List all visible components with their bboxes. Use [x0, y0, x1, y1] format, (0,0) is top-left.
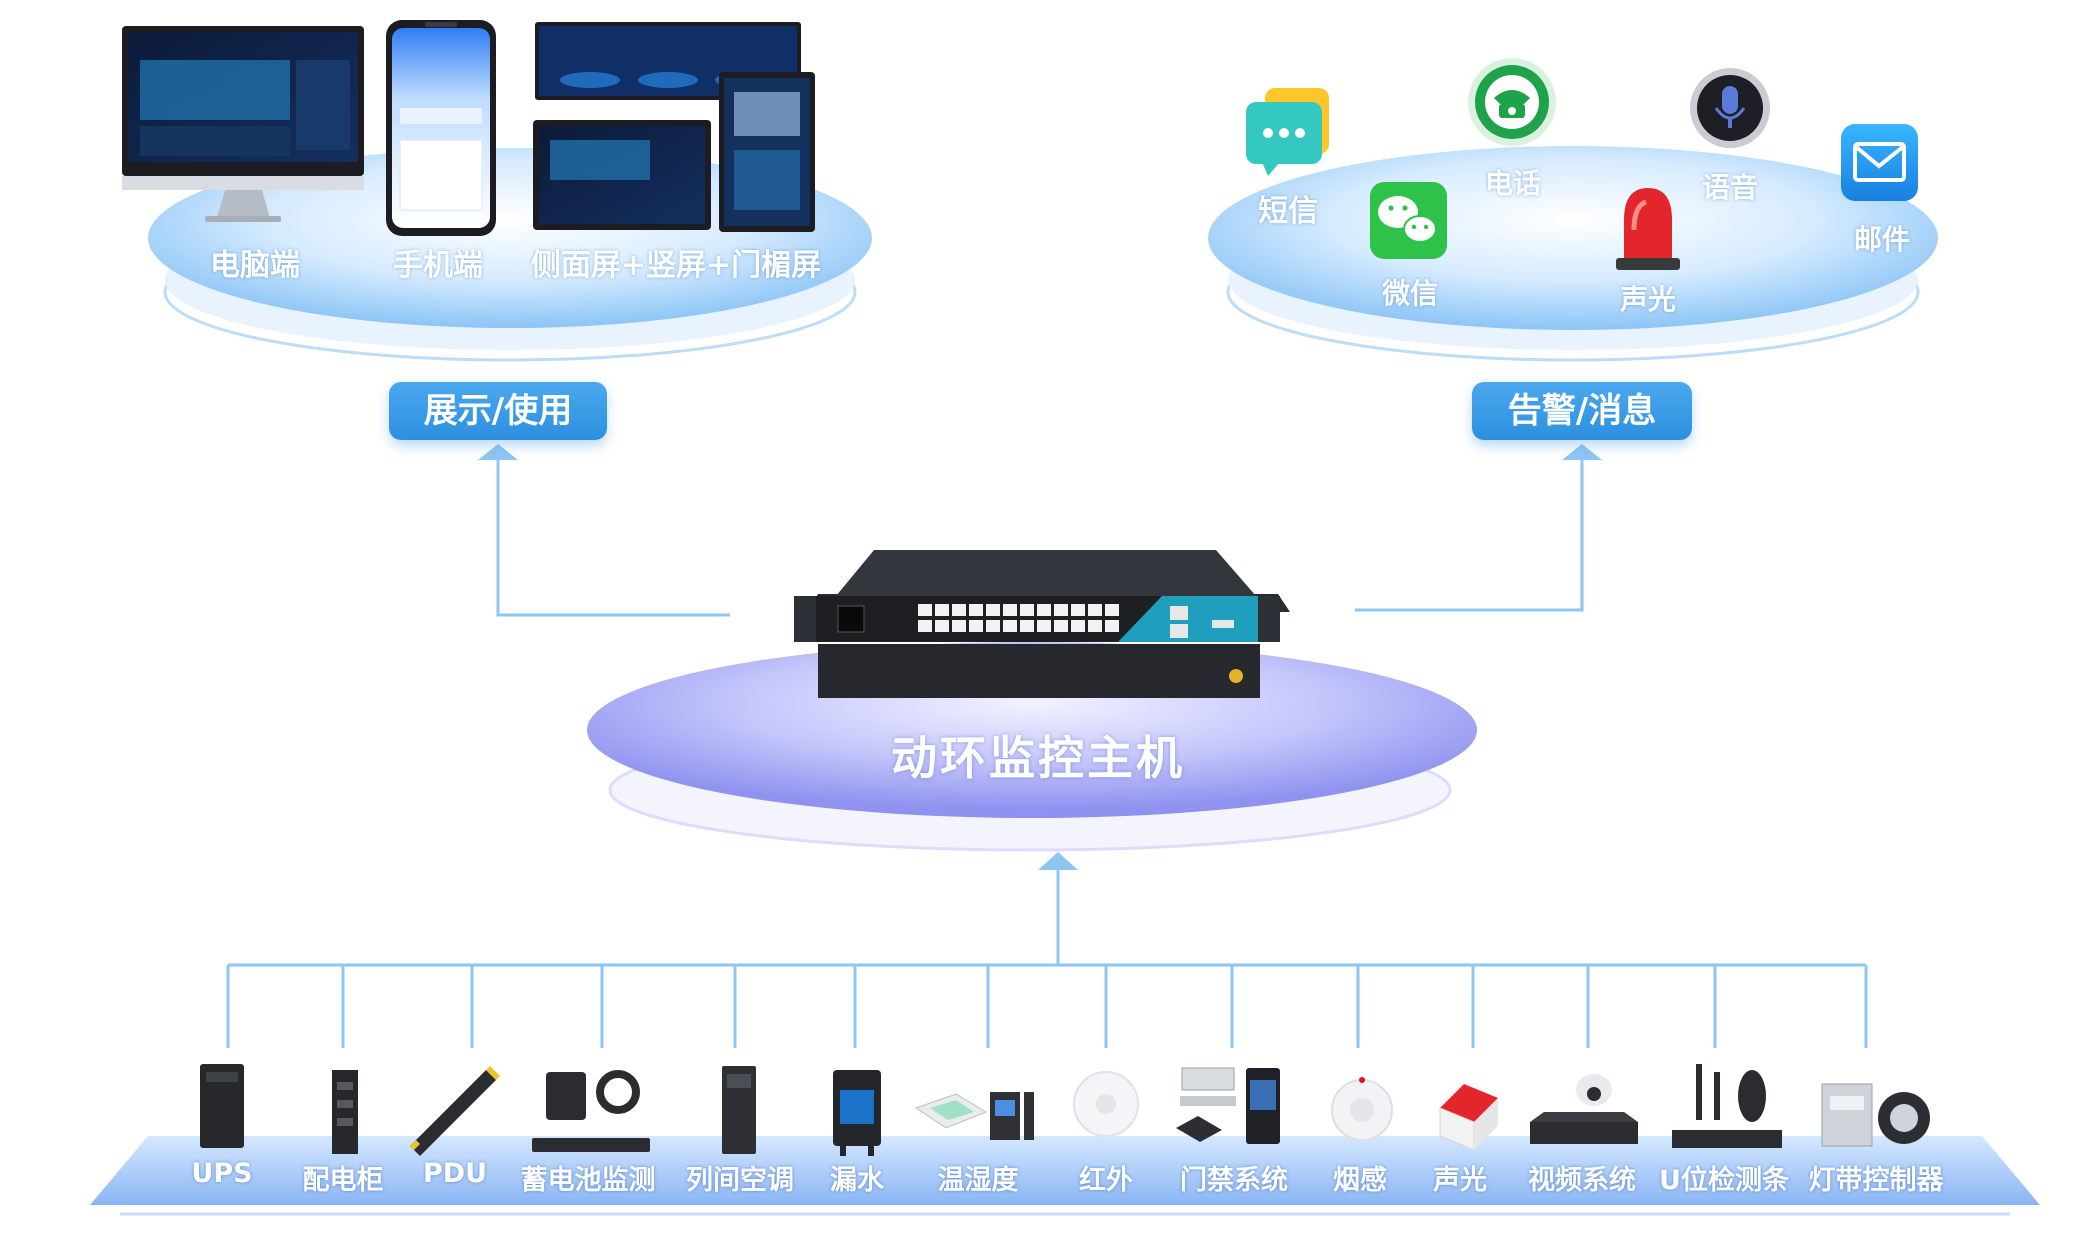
network-port	[1105, 620, 1119, 632]
infrared-icon	[1073, 1071, 1139, 1137]
network-port	[969, 604, 983, 616]
display-item-screens: 侧面屏+竖屏+门楣屏	[530, 248, 822, 283]
alert-item-wechat: 微信	[1381, 277, 1439, 310]
alert-item-voice: 语音	[1701, 171, 1759, 204]
device-label: 门禁系统	[1180, 1165, 1288, 1196]
phone-icon	[386, 20, 496, 236]
device-label: 视频系统	[1528, 1165, 1636, 1196]
network-port	[1003, 620, 1017, 632]
network-port	[969, 620, 983, 632]
sound-light-alarm-icon	[1439, 1084, 1498, 1151]
network-ports	[918, 604, 1119, 632]
pdu-icon	[410, 1066, 500, 1156]
device-label: U位检测条	[1659, 1165, 1789, 1196]
alert-category-badge: 告警/消息	[1472, 382, 1692, 440]
water-leak-icon	[833, 1070, 881, 1156]
display-item-desktop: 电脑端	[210, 248, 300, 283]
network-port	[1071, 620, 1085, 632]
display-item-mobile: 手机端	[393, 248, 483, 283]
device-label: 红外	[1079, 1165, 1133, 1196]
network-port	[986, 604, 1000, 616]
alert-item-email: 邮件	[1853, 223, 1911, 256]
network-port	[1088, 604, 1102, 616]
video-system-icon	[1530, 1074, 1638, 1144]
network-port	[1088, 620, 1102, 632]
alert-platform	[1208, 146, 1938, 362]
alert-item-sound-light: 声光	[1619, 283, 1677, 316]
network-port	[952, 620, 966, 632]
host-label: 动环监控主机	[891, 731, 1185, 785]
device-base	[90, 1136, 2040, 1216]
network-port	[1020, 620, 1034, 632]
access-control-icon	[1176, 1067, 1280, 1144]
display-category-badge: 展示/使用	[389, 382, 607, 440]
device-label: 温湿度	[937, 1165, 1019, 1196]
telephone-icon	[1468, 58, 1556, 146]
network-port	[1105, 604, 1119, 616]
network-port	[935, 604, 949, 616]
row-ac-icon	[722, 1066, 756, 1154]
network-port	[1037, 620, 1051, 632]
sms-icon	[1246, 88, 1329, 176]
device-label: UPS	[191, 1158, 253, 1189]
distribution-cabinet-icon	[332, 1070, 358, 1154]
network-port	[1054, 604, 1068, 616]
u-position-strip-icon	[1672, 1064, 1782, 1148]
network-port	[935, 620, 949, 632]
desktop-monitor-icon	[122, 26, 364, 222]
device-label: 配电柜	[302, 1165, 384, 1196]
device-label: 声光	[1433, 1165, 1487, 1196]
connector-arrows	[478, 444, 1602, 870]
device-label: 漏水	[830, 1165, 884, 1196]
network-port	[1071, 604, 1085, 616]
light-strip-controller-icon	[1821, 1083, 1930, 1147]
device-label: 列间空调	[686, 1165, 794, 1196]
network-port	[1020, 604, 1034, 616]
alert-item-phone: 电话	[1484, 167, 1542, 200]
network-port	[1003, 604, 1017, 616]
network-port	[952, 604, 966, 616]
wechat-icon	[1370, 182, 1447, 259]
siren-icon	[1616, 188, 1680, 270]
device-label: 烟感	[1333, 1165, 1387, 1196]
battery-monitor-icon	[532, 1070, 650, 1152]
network-port	[918, 604, 932, 616]
multi-screen-icon	[533, 22, 815, 232]
device-label: 蓄电池监测	[520, 1165, 656, 1196]
device-label: 灯带控制器	[1808, 1165, 1944, 1196]
connector-lines	[228, 455, 1866, 967]
alert-item-sms: 短信	[1258, 194, 1318, 229]
network-port	[1054, 620, 1068, 632]
smoke-detector-icon	[1331, 1077, 1393, 1141]
device-label: PDU	[422, 1158, 488, 1189]
network-port	[986, 620, 1000, 632]
email-icon	[1841, 124, 1918, 201]
ups-icon	[200, 1064, 244, 1148]
network-port	[918, 620, 932, 632]
network-port	[1037, 604, 1051, 616]
temp-humidity-icon	[914, 1092, 1034, 1140]
device-drop-lines	[226, 965, 1868, 1048]
monitoring-host-icon	[794, 550, 1290, 698]
voice-icon	[1690, 68, 1770, 148]
